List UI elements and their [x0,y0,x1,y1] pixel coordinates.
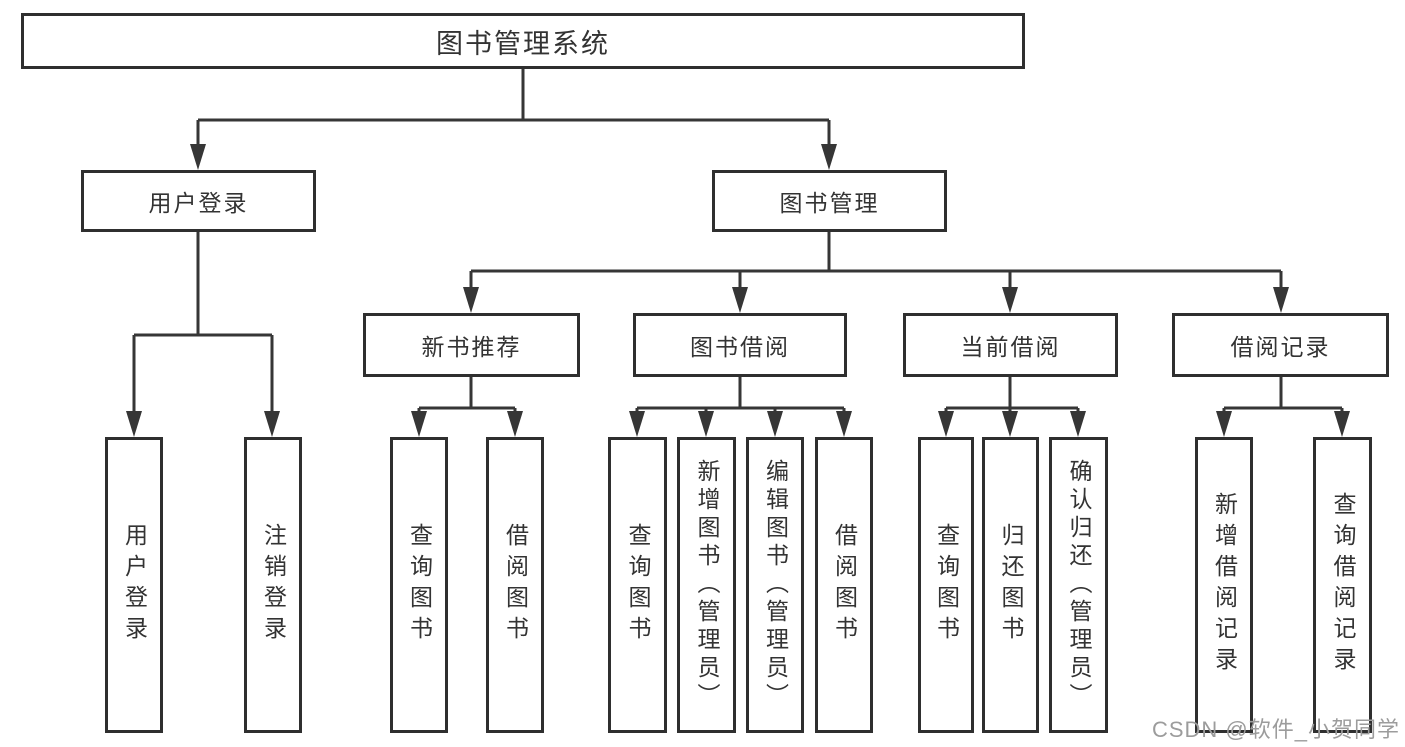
node-label: 归还图书 [998,523,1024,647]
leaf-logout: 注销登录 [244,437,302,733]
node-label: 查询借阅记录 [1330,492,1356,678]
node-borrow-records: 借阅记录 [1172,313,1389,377]
node-label: 图书借阅 [690,334,790,360]
node-book-management: 图书管理 [712,170,947,232]
leaf-return-book: 归还图书 [982,437,1039,733]
node-label: 图书管理 [779,190,880,216]
node-label: 新增借阅记录 [1211,492,1238,678]
node-label: 编辑图书（管理员） [762,459,789,711]
leaf-user-login: 用户登录 [105,437,163,733]
node-root: 图书管理系统 [21,13,1025,69]
node-label: 查询图书 [625,523,651,647]
leaf-borrow-books: 借阅图书 [486,437,544,733]
leaf-confirm-return-admin: 确认归还（管理员） [1049,437,1108,733]
node-current-borrow: 当前借阅 [903,313,1118,377]
node-label: 查询图书 [933,523,960,647]
node-user-login: 用户登录 [81,170,316,232]
node-label: 新增图书（管理员） [694,459,720,711]
node-label: 用户登录 [148,190,249,216]
leaf-add-borrow-record: 新增借阅记录 [1195,437,1253,733]
node-label: 当前借阅 [960,334,1061,360]
node-label: 借阅图书 [831,523,858,647]
node-label: 注销登录 [260,523,287,647]
leaf-edit-book-admin: 编辑图书（管理员） [746,437,804,733]
leaf-add-book-admin: 新增图书（管理员） [677,437,736,733]
node-label: 新书推荐 [421,334,522,360]
leaf-query-books-2: 查询图书 [608,437,667,733]
leaf-borrow-books-2: 借阅图书 [815,437,873,733]
node-label: 确认归还（管理员） [1066,459,1092,711]
node-label: 用户登录 [121,523,148,647]
leaf-query-books-3: 查询图书 [918,437,974,733]
leaf-query-borrow-record: 查询借阅记录 [1313,437,1372,733]
node-label: 查询图书 [406,523,433,647]
watermark: CSDN @软件_小贺同学 [1151,717,1400,742]
leaf-query-books: 查询图书 [390,437,448,733]
node-new-book-recommend: 新书推荐 [363,313,580,377]
node-label: 借阅图书 [502,523,529,647]
node-book-borrow: 图书借阅 [633,313,847,377]
node-label: 图书管理系统 [436,28,610,59]
node-label: 借阅记录 [1230,334,1331,360]
